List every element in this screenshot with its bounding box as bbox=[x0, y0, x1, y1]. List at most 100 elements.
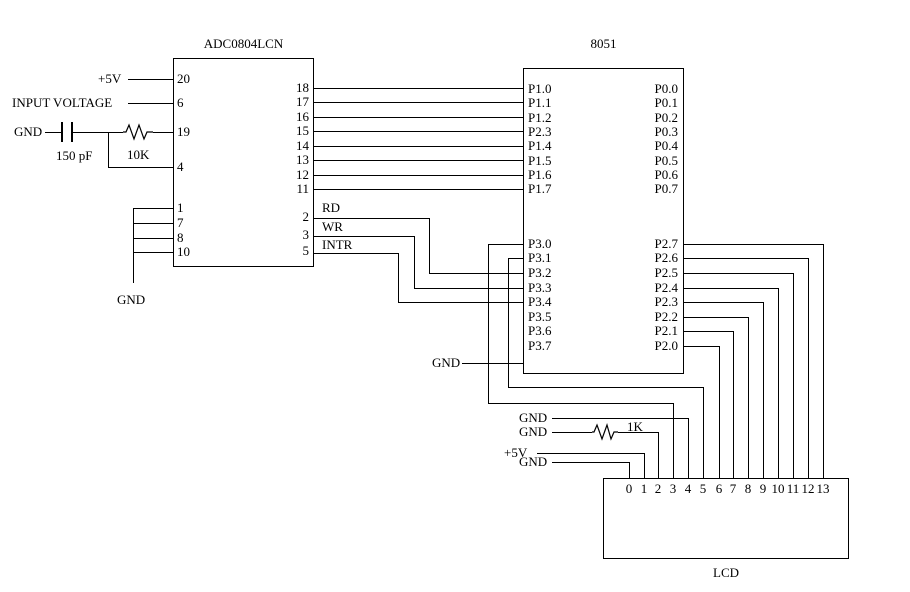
adc-pin-number-20: 20 bbox=[177, 71, 190, 86]
wire-segment bbox=[313, 131, 523, 132]
wire-segment bbox=[313, 146, 523, 147]
adc-pin-number-12: 12 bbox=[296, 167, 309, 182]
gnd-mcu-label: GND bbox=[432, 355, 461, 370]
wire-segment bbox=[644, 453, 645, 478]
supply-5v-label: +5V bbox=[98, 71, 122, 86]
wire-segment bbox=[108, 132, 109, 167]
capacitor-plate bbox=[71, 122, 73, 142]
mcu-pin-label-P2.3: P2.3 bbox=[654, 294, 678, 309]
mcu-pin-label-P3.7: P3.7 bbox=[528, 338, 552, 353]
wire-segment bbox=[508, 258, 523, 259]
mcu-pin-label-P1.4: P1.4 bbox=[528, 138, 552, 153]
wr-signal-label: WR bbox=[322, 219, 343, 234]
mcu-pin-label-P0.3: P0.3 bbox=[654, 124, 678, 139]
adc-pin-number-18: 18 bbox=[296, 80, 309, 95]
mcu-pin-label-P2.3: P2.3 bbox=[528, 124, 552, 139]
wire-segment bbox=[429, 218, 430, 273]
adc-pin-number-7: 7 bbox=[177, 215, 184, 230]
wire-segment bbox=[508, 387, 703, 388]
resistor-10k-value-label: 10K bbox=[127, 147, 150, 162]
wire-segment bbox=[133, 238, 173, 239]
lcd-pin-number-4: 4 bbox=[684, 481, 692, 496]
wire-segment bbox=[552, 418, 688, 419]
wire-segment bbox=[313, 218, 429, 219]
adc-pin-number-19: 19 bbox=[177, 124, 190, 139]
mcu-pin-label-P0.2: P0.2 bbox=[654, 110, 678, 125]
adc-pin-number-1: 1 bbox=[177, 200, 184, 215]
supply-5v-lcd-label: +5V bbox=[504, 445, 528, 460]
lcd-pin-number-10: 10 bbox=[771, 481, 785, 496]
wire-segment bbox=[313, 117, 523, 118]
lcd-pin-number-2: 2 bbox=[654, 481, 662, 496]
mcu-pin-label-P0.5: P0.5 bbox=[654, 153, 678, 168]
wire-segment bbox=[133, 208, 173, 209]
adc-pin-number-5: 5 bbox=[302, 243, 310, 258]
adc-pin-number-14: 14 bbox=[296, 138, 309, 153]
wire-segment bbox=[683, 273, 793, 274]
wire-segment bbox=[552, 432, 592, 433]
wire-segment bbox=[793, 273, 794, 478]
resistor-10k-symbol bbox=[123, 123, 153, 141]
mcu-pin-label-P3.1: P3.1 bbox=[528, 250, 552, 265]
wire-segment bbox=[683, 346, 719, 347]
wire-segment bbox=[683, 331, 733, 332]
wire-segment bbox=[429, 273, 523, 274]
input-voltage-label: INPUT VOLTAGE bbox=[12, 95, 113, 110]
lcd-pin-number-7: 7 bbox=[729, 481, 737, 496]
wire-segment bbox=[629, 462, 630, 478]
wire-segment bbox=[552, 462, 629, 463]
wire-segment bbox=[683, 244, 823, 245]
wire-segment bbox=[313, 102, 523, 103]
gnd-lcd-row3-label: GND bbox=[519, 454, 548, 469]
wire-segment bbox=[414, 236, 415, 288]
mcu-pin-label-P2.2: P2.2 bbox=[654, 309, 678, 324]
gnd-capacitor-label: GND bbox=[14, 124, 43, 139]
wire-segment bbox=[488, 403, 673, 404]
mcu-pin-label-P3.3: P3.3 bbox=[528, 280, 552, 295]
wire-segment bbox=[398, 302, 523, 303]
lcd-pin-number-11: 11 bbox=[786, 481, 800, 496]
wire-segment bbox=[537, 453, 644, 454]
mcu-pin-label-P1.6: P1.6 bbox=[528, 167, 552, 182]
wire-segment bbox=[683, 317, 748, 318]
wire-segment bbox=[462, 363, 523, 364]
mcu-pin-label-P1.0: P1.0 bbox=[528, 81, 552, 96]
lcd-pin-number-1: 1 bbox=[640, 481, 648, 496]
wire-segment bbox=[673, 403, 674, 478]
wire-segment bbox=[73, 132, 123, 133]
mcu-pin-label-P0.0: P0.0 bbox=[654, 81, 678, 96]
wire-segment bbox=[313, 175, 523, 176]
lcd-module-box bbox=[603, 478, 849, 559]
mcu-pin-label-P1.5: P1.5 bbox=[528, 153, 552, 168]
mcu-pin-label-P2.6: P2.6 bbox=[654, 250, 678, 265]
mcu-pin-label-P0.1: P0.1 bbox=[654, 95, 678, 110]
capacitor-value-label: 150 pF bbox=[56, 148, 93, 163]
wire-segment bbox=[313, 189, 523, 190]
lcd-pin-number-9: 9 bbox=[759, 481, 767, 496]
wire-segment bbox=[748, 317, 749, 478]
wire-segment bbox=[808, 258, 809, 478]
gnd-lcd-row1-label: GND bbox=[519, 410, 548, 425]
lcd-pin-number-3: 3 bbox=[669, 481, 677, 496]
gnd-adc-label: GND bbox=[117, 292, 146, 307]
adc-pin-number-15: 15 bbox=[296, 123, 309, 138]
wire-segment bbox=[688, 418, 689, 478]
mcu-pin-label-P0.4: P0.4 bbox=[654, 138, 678, 153]
wire-segment bbox=[823, 244, 824, 478]
wire-segment bbox=[398, 253, 399, 302]
wire-segment bbox=[488, 244, 523, 245]
lcd-pin-number-12: 12 bbox=[801, 481, 815, 496]
intr-signal-label: INTR bbox=[322, 237, 353, 252]
lcd-pin-number-5: 5 bbox=[699, 481, 707, 496]
adc-pin-number-8: 8 bbox=[177, 230, 184, 245]
adc-pin-number-17: 17 bbox=[296, 94, 309, 109]
lcd-module-title: LCD bbox=[713, 565, 739, 580]
lcd-pin-number-8: 8 bbox=[744, 481, 752, 496]
mcu-pin-label-P3.0: P3.0 bbox=[528, 236, 552, 251]
wire-segment bbox=[508, 258, 509, 387]
wire-segment bbox=[683, 302, 763, 303]
wire-segment bbox=[153, 132, 173, 133]
wire-segment bbox=[763, 302, 764, 478]
wire-segment bbox=[128, 103, 173, 104]
